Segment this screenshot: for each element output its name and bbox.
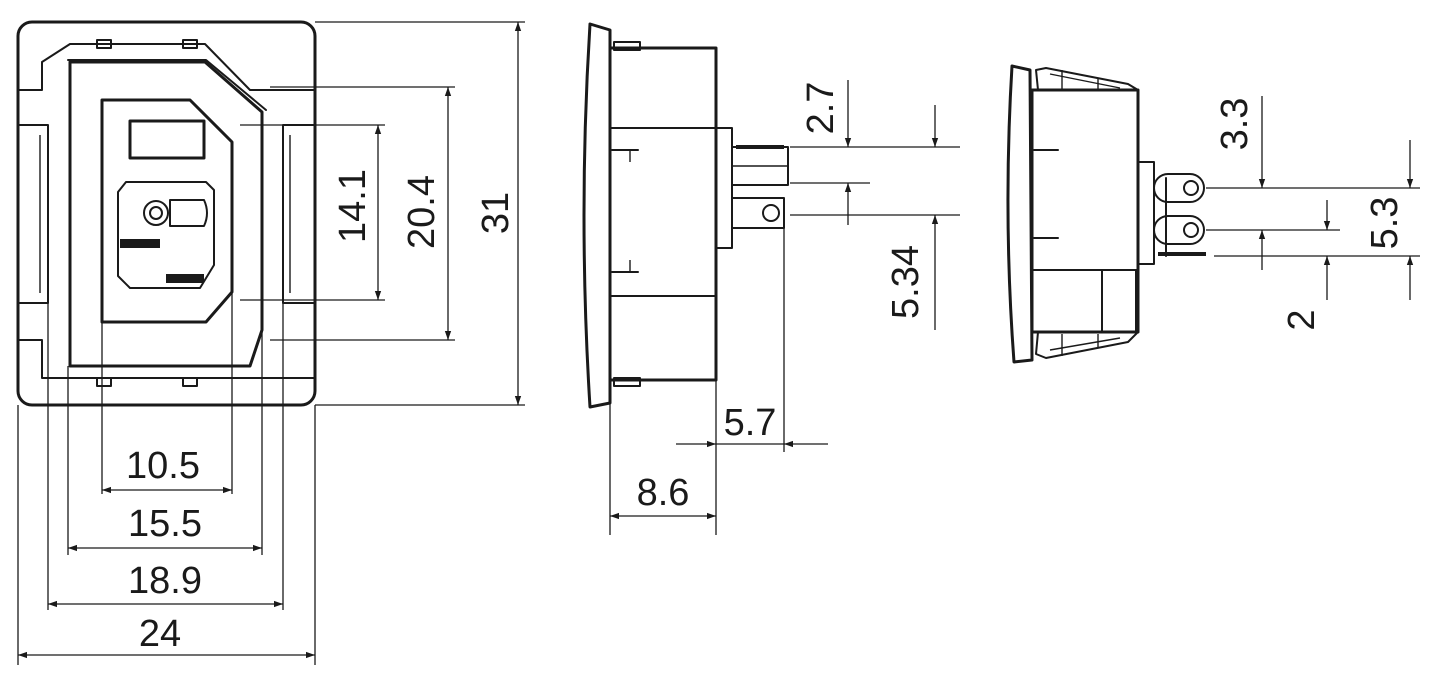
side-flange: [582, 22, 612, 409]
dim-label-10-5: 10.5: [126, 445, 200, 487]
dim-8-6: 8.6: [610, 472, 716, 520]
dim-14-1: 14.1: [332, 125, 382, 300]
dim-label-20-4: 20.4: [401, 175, 443, 249]
dim-label-24: 24: [139, 613, 181, 655]
dim-10-5: 10.5: [102, 445, 232, 494]
rear-view: 3.3 5.3 2: [1006, 64, 1420, 364]
dim-20-4: 20.4: [401, 87, 452, 340]
rear-flange: [1006, 64, 1034, 364]
dim-label-5-7: 5.7: [724, 402, 777, 444]
dim-31: 31: [475, 22, 522, 405]
dim-24: 24: [18, 613, 315, 659]
dim-label-2: 2: [1281, 309, 1323, 330]
earth-pin-hole: [143, 200, 169, 226]
dim-3-3: 3.3: [1214, 96, 1266, 270]
dim-label-31: 31: [475, 192, 517, 234]
side-extension-lines: [609, 146, 960, 535]
dim-label-18-9: 18.9: [128, 560, 202, 602]
pin-area: [117, 181, 215, 289]
dim-label-3-3: 3.3: [1214, 98, 1256, 151]
side-body-outline: [582, 22, 733, 409]
front-housing-outline: [16, 20, 317, 407]
switch-window: [128, 119, 206, 160]
side-terminals: [731, 145, 789, 229]
dim-label-14-1: 14.1: [332, 169, 374, 243]
dim-label-15-5: 15.5: [128, 503, 202, 545]
rear-terminals: [1153, 173, 1206, 257]
front-view: 10.5 15.5 18.9 24 14.1 20.4 31: [16, 20, 525, 665]
dim-5-7: 5.7: [676, 402, 828, 448]
rear-extension-lines: [1206, 187, 1420, 257]
dim-2-7: 2.7: [800, 80, 852, 225]
rear-body-outline: [1006, 64, 1155, 364]
dim-5-34: 5.34: [885, 105, 939, 330]
dim-label-2-7: 2.7: [800, 82, 842, 135]
dim-label-5-3: 5.3: [1364, 197, 1406, 250]
dim-18-9: 18.9: [48, 560, 283, 608]
inlet-cavity: [100, 98, 234, 324]
fuse-slot: [169, 199, 208, 227]
contact-left: [120, 239, 160, 248]
front-extension-lines: [17, 21, 525, 665]
dim-5-3: 5.3: [1364, 140, 1414, 300]
contact-right: [166, 274, 204, 283]
dim-label-5-34: 5.34: [885, 245, 927, 319]
side-view: 2.7 5.34 5.7 8.6: [582, 22, 960, 535]
dim-2: 2: [1281, 200, 1331, 331]
dim-15-5: 15.5: [68, 503, 262, 552]
dim-label-8-6: 8.6: [637, 472, 690, 514]
